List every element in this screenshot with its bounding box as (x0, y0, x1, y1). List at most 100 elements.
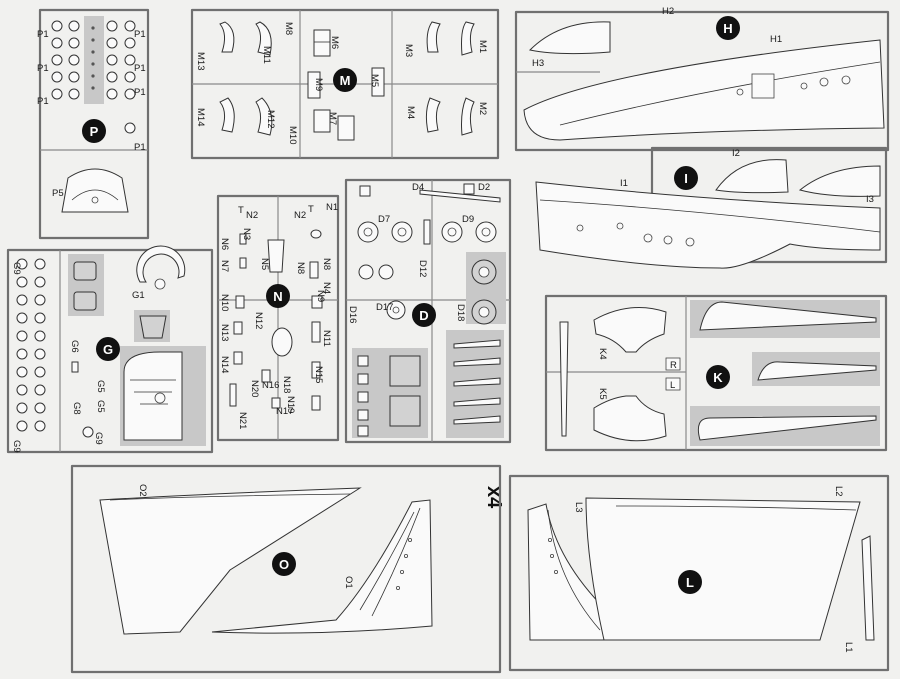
svg-text:P1: P1 (37, 63, 49, 74)
svg-text:M11: M11 (261, 46, 272, 64)
sprue-tree-k: K K4 R L K5 (544, 294, 888, 452)
svg-text:M7: M7 (327, 112, 338, 125)
svg-text:M3: M3 (403, 44, 414, 57)
svg-text:N6: N6 (219, 238, 230, 250)
svg-text:P5: P5 (52, 188, 64, 199)
svg-text:M12: M12 (265, 110, 276, 128)
svg-text:D16: D16 (347, 306, 358, 323)
svg-text:D4: D4 (412, 182, 424, 193)
part-h2 (528, 21, 611, 55)
svg-text:P1: P1 (134, 29, 146, 40)
badge-l (678, 570, 702, 594)
svg-text:D12: D12 (417, 260, 428, 277)
p1-washers (51, 20, 136, 134)
badge-d (412, 303, 436, 327)
svg-text:G: G (103, 342, 113, 357)
svg-text:D9: D9 (462, 214, 474, 225)
svg-text:G8: G8 (71, 402, 82, 415)
svg-text:M4: M4 (405, 106, 416, 119)
svg-text:P1: P1 (134, 63, 146, 74)
svg-text:G5: G5 (95, 380, 106, 393)
part-l2 (585, 497, 861, 641)
svg-text:I1: I1 (620, 178, 628, 189)
svg-text:N12: N12 (253, 312, 264, 329)
part-i2 (715, 159, 789, 194)
svg-text:N17: N17 (276, 406, 293, 417)
svg-text:N2: N2 (246, 210, 258, 221)
sprue-tree-p: P P1 P1 P1 P1 P1 P1 P1 P5 (37, 8, 150, 240)
part-l1 (861, 535, 875, 641)
svg-text:N21: N21 (237, 412, 248, 429)
sprue-tree-g: G G9 G1 G6 G5 G5 G8 G9 G9 (6, 245, 214, 454)
svg-text:D2: D2 (478, 182, 490, 193)
svg-text:N1: N1 (326, 202, 338, 213)
part-h1 (523, 39, 885, 141)
sprue-tree-n: N T N2 N2 T N1 N3 N6 N7 N5 N8 N8 N4 N10 … (216, 194, 340, 442)
svg-text:N7: N7 (219, 260, 230, 272)
sprue-tree-m: M M13 M11 M8 M6 M3 M1 M9 M5 M14 M12 M7 M… (190, 8, 500, 160)
svg-text:N16: N16 (262, 380, 279, 391)
svg-text:G9: G9 (11, 440, 22, 453)
svg-text:P1: P1 (37, 29, 49, 40)
svg-text:D17: D17 (376, 302, 393, 313)
svg-text:M: M (340, 73, 351, 88)
svg-text:I3: I3 (866, 194, 874, 205)
svg-text:L3: L3 (573, 502, 584, 513)
svg-text:M6: M6 (329, 36, 340, 49)
svg-text:H: H (723, 21, 732, 36)
svg-text:N11: N11 (321, 330, 332, 347)
svg-text:O: O (279, 557, 289, 572)
svg-text:P1: P1 (37, 96, 49, 107)
svg-text:N14: N14 (219, 356, 230, 373)
badge-g (96, 337, 120, 361)
part-g-seat (123, 351, 183, 441)
m-parts (219, 21, 475, 141)
svg-text:O2: O2 (137, 484, 148, 497)
svg-text:H1: H1 (770, 34, 782, 45)
svg-text:D: D (419, 308, 428, 323)
sprue-tree-i: I I2 I1 I3 (535, 146, 888, 269)
svg-text:G9: G9 (11, 262, 22, 275)
svg-text:N4: N4 (321, 282, 332, 294)
svg-text:T: T (308, 204, 314, 215)
part-k5 (593, 395, 667, 442)
badge-n (266, 284, 290, 308)
svg-text:N3: N3 (241, 228, 252, 240)
svg-text:N10: N10 (219, 294, 230, 311)
svg-text:L: L (686, 575, 694, 590)
svg-text:K4: K4 (597, 348, 608, 360)
quantity-marker: x4 (483, 486, 505, 509)
part-k4 (593, 307, 667, 353)
svg-text:N18: N18 (281, 376, 292, 393)
part-p5 (61, 168, 129, 213)
part-o2 (99, 487, 362, 635)
svg-text:H3: H3 (532, 58, 544, 69)
svg-text:N8: N8 (295, 262, 306, 274)
svg-text:N8: N8 (321, 258, 332, 270)
svg-text:D7: D7 (378, 214, 390, 225)
n-parts (229, 229, 323, 411)
svg-text:G5: G5 (95, 400, 106, 413)
badge-k (706, 365, 730, 389)
svg-text:N13: N13 (219, 324, 230, 341)
svg-text:M2: M2 (477, 102, 488, 115)
svg-text:M9: M9 (313, 78, 324, 91)
part-i3 (798, 165, 881, 197)
svg-text:P: P (90, 124, 99, 139)
svg-text:M13: M13 (195, 52, 206, 70)
g-washers (16, 258, 94, 438)
badge-h (716, 16, 740, 40)
part-i1 (535, 181, 881, 269)
svg-text:L: L (670, 380, 675, 391)
svg-text:N5: N5 (259, 258, 270, 270)
svg-text:I2: I2 (732, 148, 740, 159)
svg-text:I: I (684, 171, 688, 186)
svg-text:N9: N9 (315, 290, 326, 302)
part-o1 (211, 499, 433, 634)
svg-text:M10: M10 (287, 126, 298, 144)
sprue-tree-l: L L3 L2 L1 (508, 474, 890, 672)
svg-text:T: T (238, 205, 244, 216)
d-parts (357, 183, 501, 437)
svg-text:N19: N19 (285, 396, 296, 413)
